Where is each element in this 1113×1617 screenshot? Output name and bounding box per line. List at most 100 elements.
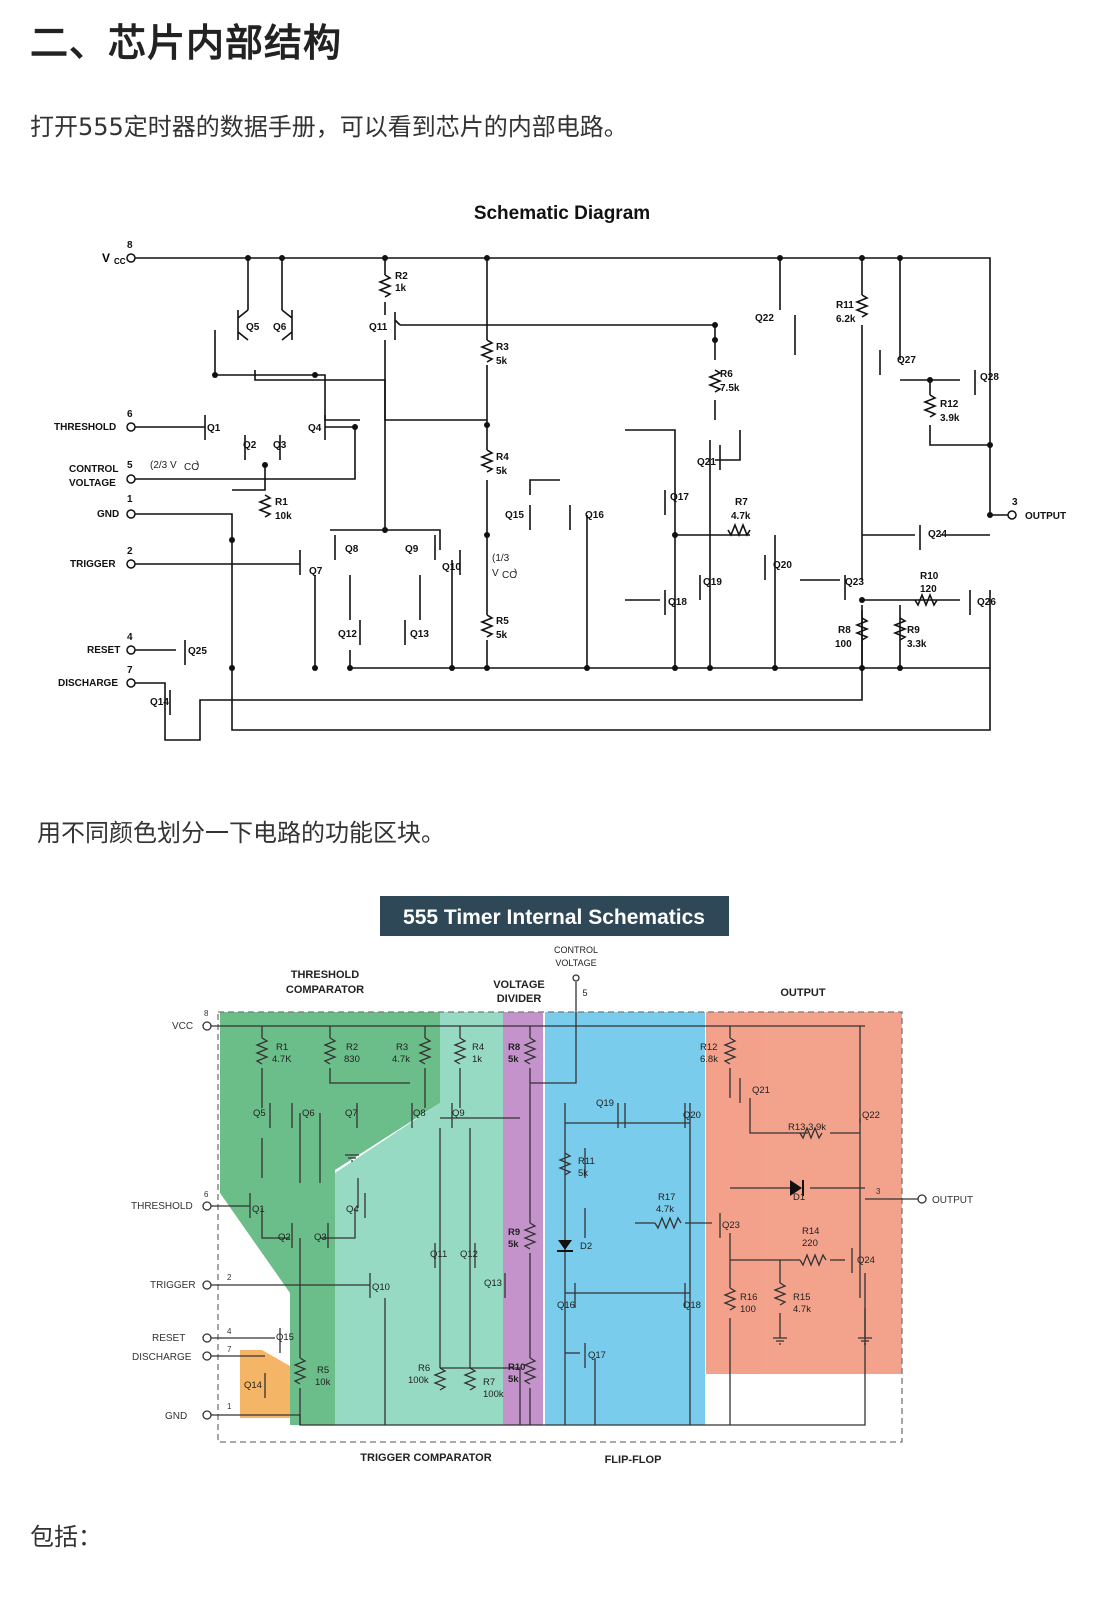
svg-text:Q3: Q3 (273, 440, 287, 451)
svg-text:4.7k: 4.7k (731, 511, 751, 522)
svg-text:Q6: Q6 (302, 1108, 315, 1119)
svg-text:THRESHOLD: THRESHOLD (131, 1201, 193, 1212)
schematic-diagram: Schematic Diagram 8 V CC 6 THRESHOLD 5 C… (54, 203, 1066, 741)
svg-text:6: 6 (127, 409, 133, 420)
svg-text:Q12: Q12 (460, 1249, 478, 1260)
resistor-symbols (257, 274, 938, 641)
divider-region (503, 1012, 543, 1425)
svg-text:Q22: Q22 (755, 313, 774, 324)
intro-paragraph: 打开555定时器的数据手册，可以看到芯片的内部电路。 (30, 113, 628, 141)
svg-text:R16: R16 (740, 1292, 757, 1303)
reset-pin-label: RESET (87, 645, 120, 656)
discharge-pin-label: DISCHARGE (58, 678, 118, 689)
transistor-symbols (169, 309, 976, 715)
svg-text:3.3k: 3.3k (907, 639, 927, 650)
svg-text:R12: R12 (700, 1042, 717, 1053)
junction-dots (212, 255, 993, 671)
svg-text:Q22: Q22 (862, 1110, 880, 1121)
svg-text:VCC: VCC (172, 1021, 193, 1032)
pin-labels: 8 V CC 6 THRESHOLD 5 CONTROL VOLTAGE (2/… (54, 240, 1066, 689)
svg-text:1: 1 (127, 494, 133, 505)
svg-text:8: 8 (127, 240, 133, 251)
svg-text:R5: R5 (496, 616, 509, 627)
svg-text:Q10: Q10 (442, 562, 461, 573)
svg-text:Q21: Q21 (697, 457, 716, 468)
svg-text:7.5k: 7.5k (720, 383, 740, 394)
svg-text:1: 1 (227, 1402, 232, 1411)
svg-text:VOLTAGE: VOLTAGE (555, 958, 596, 968)
svg-text:Q25: Q25 (188, 646, 207, 657)
svg-text:Q1: Q1 (252, 1204, 265, 1215)
svg-text:4.7k: 4.7k (793, 1304, 811, 1315)
svg-text:Q15: Q15 (276, 1332, 294, 1343)
svg-text:R4: R4 (472, 1042, 484, 1053)
pin-labels-2: VCC 8 THRESHOLD 6 TRIGGER 2 RESET 4 DISC… (131, 1009, 973, 1422)
svg-text:COMPARATOR: COMPARATOR (286, 984, 364, 996)
svg-text:3: 3 (1012, 497, 1018, 508)
svg-text:Q4: Q4 (346, 1204, 359, 1215)
svg-text:120: 120 (920, 584, 937, 595)
control-pin-label: CONTROL (69, 464, 118, 475)
svg-text:Q9: Q9 (405, 544, 419, 555)
svg-text:Q14: Q14 (150, 697, 169, 708)
svg-text:OUTPUT: OUTPUT (932, 1195, 973, 1206)
svg-text:100k: 100k (408, 1375, 429, 1386)
svg-text:Q19: Q19 (596, 1098, 614, 1109)
svg-text:D2: D2 (580, 1241, 592, 1252)
svg-text:4: 4 (127, 632, 133, 643)
svg-text:Q14: Q14 (244, 1380, 262, 1391)
svg-text:R6: R6 (720, 369, 733, 380)
svg-text:R14: R14 (802, 1226, 819, 1237)
svg-text:4.7K: 4.7K (272, 1054, 292, 1065)
svg-text:Q18: Q18 (668, 597, 687, 608)
svg-text:CC: CC (502, 570, 516, 581)
svg-text:220: 220 (802, 1238, 818, 1249)
svg-text:Q2: Q2 (278, 1232, 291, 1243)
svg-text:Q1: Q1 (207, 423, 221, 434)
svg-text:CC: CC (114, 257, 126, 266)
svg-text:Q11: Q11 (430, 1249, 447, 1260)
svg-text:Q3: Q3 (314, 1232, 327, 1243)
svg-text:7: 7 (227, 1345, 232, 1354)
svg-text:CONTROL: CONTROL (554, 945, 598, 955)
svg-text:Q5: Q5 (253, 1108, 266, 1119)
schematic-title: Schematic Diagram (474, 203, 650, 224)
svg-text:4.7k: 4.7k (392, 1054, 410, 1065)
schematic2-wiring (211, 982, 918, 1426)
svg-text:D1: D1 (793, 1192, 805, 1203)
svg-text:7: 7 (127, 665, 133, 676)
svg-text:R2: R2 (346, 1042, 358, 1053)
svg-text:Q16: Q16 (585, 510, 604, 521)
svg-text:5k: 5k (508, 1054, 519, 1065)
svg-text:R15: R15 (793, 1292, 810, 1303)
svg-text:Q17: Q17 (670, 492, 689, 503)
svg-text:5k: 5k (496, 356, 508, 367)
svg-text:4: 4 (227, 1327, 232, 1336)
svg-text:Q7: Q7 (309, 566, 323, 577)
svg-text:Q13: Q13 (484, 1278, 502, 1289)
svg-text:2: 2 (227, 1273, 232, 1282)
svg-text:100k: 100k (483, 1389, 504, 1400)
svg-text:CC: CC (184, 462, 198, 473)
svg-text:Q26: Q26 (977, 597, 996, 608)
ground-symbols (345, 1154, 872, 1345)
resistor-symbols-2 (255, 1037, 827, 1391)
svg-text:100: 100 (835, 639, 852, 650)
svg-text:R2: R2 (395, 271, 408, 282)
svg-text:5k: 5k (496, 466, 508, 477)
svg-text:R8: R8 (838, 625, 851, 636)
svg-text:Q8: Q8 (345, 544, 359, 555)
svg-text:Q28: Q28 (980, 372, 999, 383)
colored-schematic: 555 Timer Internal Schematics THRESHOLD … (131, 896, 973, 1466)
svg-text:Q20: Q20 (773, 560, 792, 571)
schematic2-title-box (380, 896, 729, 936)
svg-text:R6: R6 (418, 1363, 430, 1374)
svg-text:R11: R11 (578, 1156, 595, 1167)
svg-text:Q6: Q6 (273, 322, 287, 333)
svg-text:VOLTAGE: VOLTAGE (69, 478, 116, 489)
svg-text:): ) (514, 568, 517, 579)
trigger-pin-label: TRIGGER (70, 559, 116, 570)
svg-text:R1: R1 (275, 497, 288, 508)
